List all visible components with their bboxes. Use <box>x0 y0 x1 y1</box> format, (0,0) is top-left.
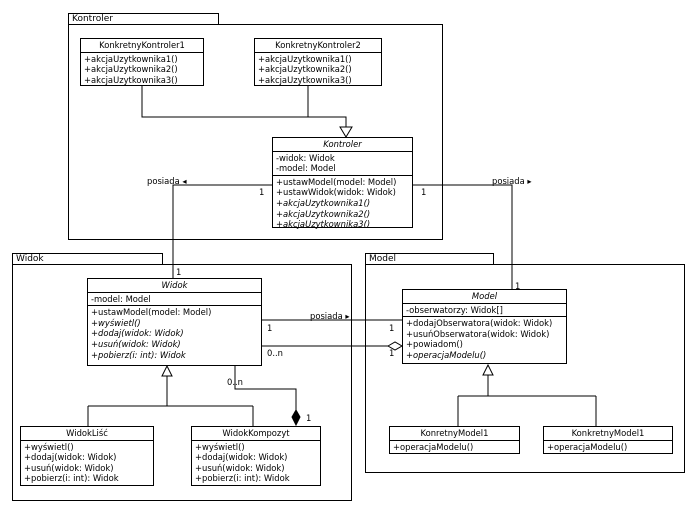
class-name: KonkretnyKontroler1 <box>81 39 203 53</box>
operation: +akcjaUzytkownika1() <box>258 53 352 64</box>
class-operations: +wyświetl() +dodaj(widok: Widok) +usuń(w… <box>21 441 153 485</box>
class-name: KonkretnyModel1 <box>544 427 672 441</box>
arrow-left-icon: ◂ <box>182 176 187 186</box>
operation: +pobierz(i: int): Widok <box>24 473 119 484</box>
operation: +ustawModel(model: Model) <box>91 307 212 318</box>
class-konkretny-model-1[interactable]: KonkretnyModel1 +operacjaModelu() <box>543 426 673 454</box>
class-name: KonkretnyKontroler2 <box>255 39 381 53</box>
class-operations: +dodajObserwatora(widok: Widok) +usuńObs… <box>403 317 566 361</box>
class-operations: +akcjaUzytkownika1() +akcjaUzytkownika2(… <box>81 53 203 87</box>
package-widok <box>12 264 352 501</box>
attribute: -model: Model <box>91 293 151 304</box>
class-name: WidokLiść <box>21 427 153 441</box>
operation: +wyświetl() <box>24 441 74 452</box>
class-operations: +ustawModel(model: Model) +wyświetl() +d… <box>88 306 261 361</box>
attribute: -model: Model <box>276 163 336 174</box>
operation: +usuń(widok: Widok) <box>91 338 181 349</box>
operation: +powiadom() <box>406 339 463 350</box>
class-operations: +operacjaModelu() <box>390 441 519 454</box>
operation: +akcjaUzytkownika2() <box>84 64 178 75</box>
multiplicity: 1 <box>267 323 273 333</box>
class-model[interactable]: Model -obserwatorzy: Widok[] +dodajObser… <box>402 289 567 364</box>
operation: +operacjaModelu() <box>547 441 628 452</box>
operation: +pobierz(i: int): Widok <box>91 349 186 360</box>
class-operations: +akcjaUzytkownika1() +akcjaUzytkownika2(… <box>255 53 381 87</box>
operation: +wyświetl() <box>91 317 141 328</box>
operation: +ustawWidok(widok: Widok) <box>276 187 396 198</box>
class-widok-kompozyt[interactable]: WidokKompozyt +wyświetl() +dodaj(widok: … <box>191 426 321 486</box>
class-operations: +operacjaModelu() <box>544 441 672 454</box>
attribute: -widok: Widok <box>276 152 335 163</box>
multiplicity: 1 <box>421 187 427 197</box>
class-name: Widok <box>88 279 261 293</box>
class-name: Model <box>403 290 566 304</box>
arrow-right-icon: ▸ <box>527 176 532 186</box>
multiplicity: 1 <box>259 187 265 197</box>
operation: +akcjaUzytkownika1() <box>84 53 178 64</box>
class-attributes: -widok: Widok -model: Model <box>273 152 412 176</box>
operation: +usuń(widok: Widok) <box>24 462 114 473</box>
operation: +dodaj(widok: Widok) <box>195 452 288 463</box>
class-name: WidokKompozyt <box>192 427 320 441</box>
operation: +dodaj(widok: Widok) <box>24 452 117 463</box>
operation: +dodajObserwatora(widok: Widok) <box>406 318 553 329</box>
package-model <box>365 264 685 473</box>
operation: +pobierz(i: int): Widok <box>195 473 290 484</box>
operation: +akcjaUzytkownika3() <box>258 74 352 85</box>
class-name: KonretnyModel1 <box>390 427 519 441</box>
multiplicity: 1 <box>389 348 395 358</box>
arrow-right-icon: ▸ <box>345 311 350 321</box>
association-label-widok-model: posiada ▸ <box>310 311 350 321</box>
operation: +usuńObserwatora(widok: Widok) <box>406 328 550 339</box>
operation: +akcjaUzytkownika3() <box>84 74 178 85</box>
class-kontroler[interactable]: Kontroler -widok: Widok -model: Model +u… <box>272 137 413 231</box>
class-attributes: -obserwatorzy: Widok[] <box>403 304 566 318</box>
operation: +akcjaUzytkownika2() <box>258 64 352 75</box>
operation: +dodaj(widok: Widok) <box>91 328 184 339</box>
multiplicity: 1 <box>306 413 312 423</box>
class-attributes: -model: Model <box>88 293 261 307</box>
operation: +akcjaUzytkownika3() <box>276 219 371 230</box>
multiplicity: 1 <box>176 267 182 277</box>
operation: +usuń(widok: Widok) <box>195 462 285 473</box>
class-konkretny-kontroler-1[interactable]: KonkretnyKontroler1 +akcjaUzytkownika1()… <box>80 38 204 86</box>
class-operations: +ustawModel(model: Model) +ustawWidok(wi… <box>273 176 412 231</box>
association-label-kontroler-widok: posiada ◂ <box>147 176 187 186</box>
multiplicity: 0..n <box>267 348 283 358</box>
association-label-kontroler-model: posiada ▸ <box>492 176 532 186</box>
multiplicity: 1 <box>389 323 395 333</box>
operation: +operacjaModelu() <box>393 441 474 452</box>
class-konretny-model-1[interactable]: KonretnyModel1 +operacjaModelu() <box>389 426 520 454</box>
class-name: Kontroler <box>273 138 412 152</box>
class-konkretny-kontroler-2[interactable]: KonkretnyKontroler2 +akcjaUzytkownika1()… <box>254 38 382 86</box>
operation: +operacjaModelu() <box>406 349 487 360</box>
attribute: -obserwatorzy: Widok[] <box>406 304 503 315</box>
multiplicity: 1 <box>515 281 521 291</box>
multiplicity: 0..n <box>227 377 243 387</box>
operation: +wyświetl() <box>195 441 245 452</box>
operation: +akcjaUzytkownika2() <box>276 208 371 219</box>
class-operations: +wyświetl() +dodaj(widok: Widok) +usuń(w… <box>192 441 320 485</box>
package-kontroler <box>68 24 443 240</box>
class-widok[interactable]: Widok -model: Model +ustawModel(model: M… <box>87 278 262 366</box>
class-widok-lisc[interactable]: WidokLiść +wyświetl() +dodaj(widok: Wido… <box>20 426 154 486</box>
operation: +akcjaUzytkownika1() <box>276 197 371 208</box>
operation: +ustawModel(model: Model) <box>276 176 397 187</box>
